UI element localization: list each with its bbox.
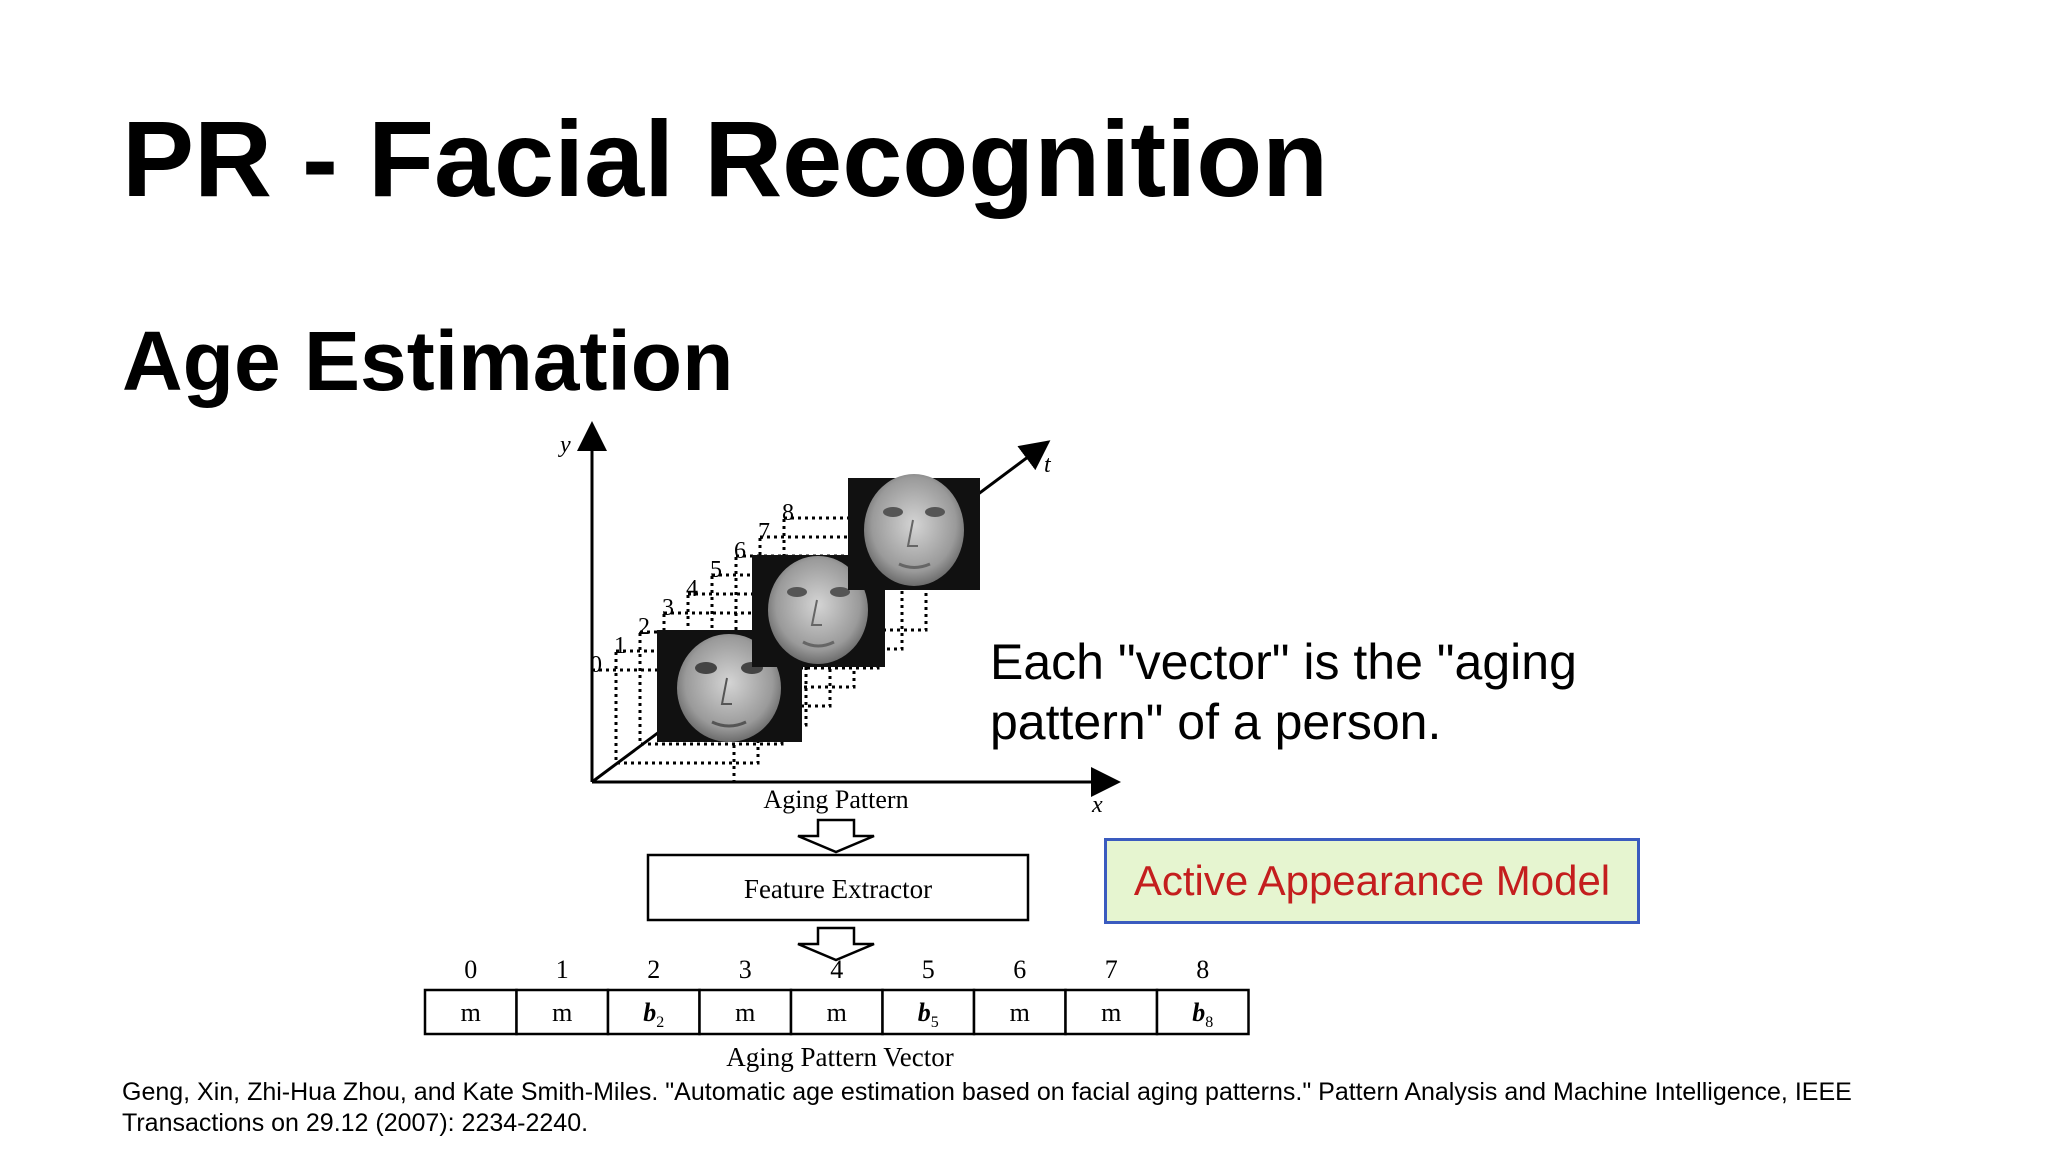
vector-index-1: 1 [556, 955, 569, 984]
y-axis-label: y [558, 432, 571, 458]
time-label-6: 6 [734, 538, 746, 564]
vector-index-6: 6 [1013, 955, 1026, 984]
vector-cell-value-1: m [552, 998, 572, 1027]
t-axis-label: t [1044, 452, 1052, 478]
citation-line-1: Geng, Xin, Zhi-Hua Zhou, and Kate Smith-… [122, 1078, 1852, 1106]
vector-index-5: 5 [922, 955, 935, 984]
time-label-8: 8 [782, 500, 794, 526]
aging-pattern-label: Aging Pattern [763, 785, 908, 814]
vector-cell-4 [789, 988, 884, 1036]
vector-cell-6 [972, 988, 1067, 1036]
active-appearance-model-label: Active Appearance Model [1133, 857, 1611, 904]
vector-cell-value-2: b2 [643, 998, 664, 1031]
vector-indices: 0 1 2 3 4 5 6 7 8 [464, 955, 1209, 984]
feature-extractor-box [646, 853, 1030, 922]
time-label-4: 4 [686, 576, 698, 602]
aging-pattern-vector: m m b2 m m b5 m m b8 [423, 988, 1250, 1036]
time-label-2: 2 [638, 614, 650, 640]
callout-line-1: Each "vector" is the "aging [990, 634, 1577, 690]
vector-index-8: 8 [1196, 955, 1209, 984]
x-axis-label: x [1091, 792, 1103, 818]
vector-cell-value-8: b8 [1192, 998, 1213, 1031]
active-appearance-model-box: Active Appearance Model [1104, 838, 1640, 924]
citation-line-2: Transactions on 29.12 (2007): 2234-2240. [122, 1109, 589, 1137]
vector-index-2: 2 [647, 955, 660, 984]
time-label-1: 1 [614, 633, 626, 659]
time-label-5: 5 [710, 557, 722, 583]
time-label-3: 3 [662, 595, 674, 621]
vector-cell-value-4: m [827, 998, 847, 1027]
slide-title: PR - Facial Recognition [122, 98, 1329, 219]
vector-cell-value-0: m [461, 998, 481, 1027]
vector-cell-value-3: m [735, 998, 755, 1027]
flow-arrow-1 [797, 818, 875, 854]
vector-index-7: 7 [1105, 955, 1118, 984]
vector-cell-5 [881, 988, 976, 1036]
slide-subtitle: Age Estimation [122, 314, 734, 408]
vector-cell-value-6: m [1010, 998, 1030, 1027]
time-label-7: 7 [758, 519, 770, 545]
vector-label: Aging Pattern Vector [726, 1042, 953, 1072]
vector-cell-8 [1155, 988, 1250, 1036]
vector-cell-3 [698, 988, 793, 1036]
callout-line-2: pattern" of a person. [990, 694, 1442, 750]
time-label-0: 0 [590, 652, 602, 678]
vector-cell-0 [423, 988, 518, 1036]
citation: Geng, Xin, Zhi-Hua Zhou, and Kate Smith-… [122, 1077, 1942, 1139]
flow-arrow-2 [797, 926, 875, 962]
vector-index-4: 4 [830, 955, 843, 984]
face-image-8 [848, 474, 980, 590]
vector-index-3: 3 [739, 955, 752, 984]
feature-extractor-label: Feature Extractor [744, 874, 932, 904]
vector-index-0: 0 [464, 955, 477, 984]
vector-cell-value-5: b5 [918, 998, 939, 1031]
vector-explanation: Each "vector" is the "aging pattern" of … [990, 632, 1690, 752]
vector-cell-value-7: m [1101, 998, 1121, 1027]
